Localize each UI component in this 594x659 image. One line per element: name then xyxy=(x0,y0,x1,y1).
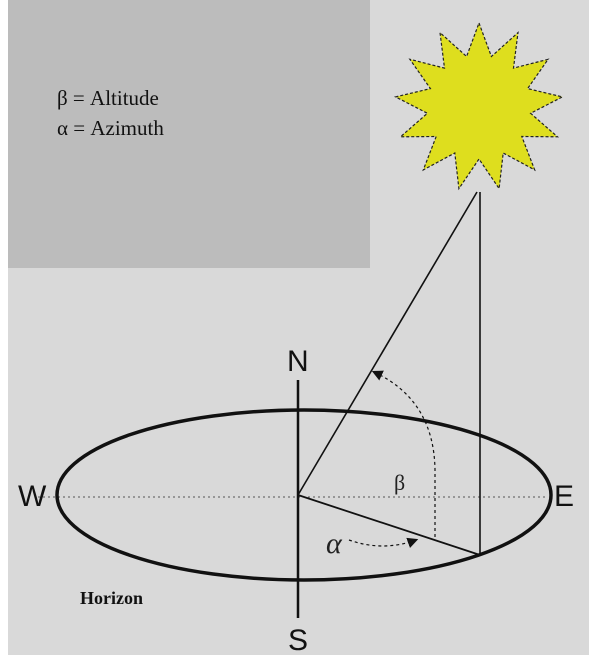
sun-position-diagram: N S E W β α Horizon xyxy=(18,21,574,655)
horizon-label: Horizon xyxy=(80,588,143,608)
diagram-frame: β = Altitude α = Azimuth N S E W xyxy=(8,0,589,655)
legend-altitude: β = Altitude xyxy=(57,86,159,110)
west-label: W xyxy=(18,480,47,513)
legend: β = Altitude α = Azimuth xyxy=(57,83,164,143)
north-label: N xyxy=(287,345,309,378)
horizon-ellipse xyxy=(55,408,553,582)
azimuth-projection-line xyxy=(297,494,481,556)
south-label: S xyxy=(288,624,308,655)
alpha-label: α xyxy=(326,527,343,560)
east-label: E xyxy=(554,480,574,513)
azimuth-arc xyxy=(348,537,419,548)
beta-label: β xyxy=(394,470,405,495)
sun-icon xyxy=(393,21,565,191)
legend-azimuth: α = Azimuth xyxy=(57,116,164,140)
altitude-arc xyxy=(371,370,436,537)
legend-panel xyxy=(8,0,370,268)
sun-ray-line xyxy=(297,191,478,496)
